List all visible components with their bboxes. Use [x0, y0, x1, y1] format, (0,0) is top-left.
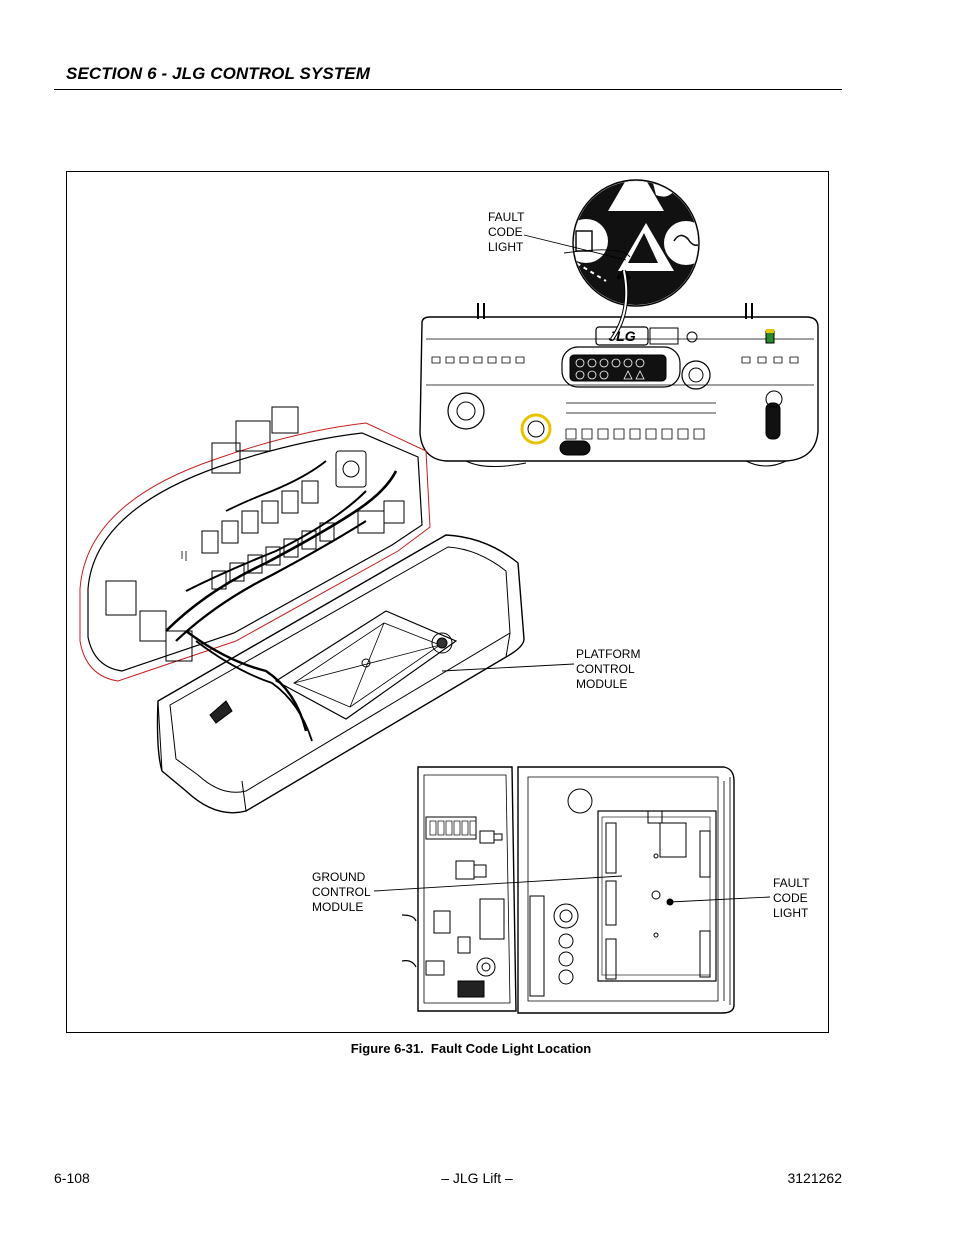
callout-line: LIGHT: [488, 240, 524, 254]
ground-control-box: [401, 766, 735, 1014]
page-number: 6-108: [54, 1170, 90, 1186]
ground-control-module-callout: GROUND CONTROL MODULE: [312, 870, 371, 915]
magnifier-detail: [563, 179, 700, 341]
callout-line: CONTROL: [312, 885, 371, 899]
fault-code-light-callout-bottom: FAULT CODE LIGHT: [773, 876, 809, 921]
callout-line: FAULT: [773, 876, 810, 890]
figure-caption-text: Figure 6-31. Fault Code Light Location: [350, 1041, 592, 1056]
section-title: SECTION 6 - JLG CONTROL SYSTEM: [66, 64, 370, 83]
footer-center-text: – JLG Lift –: [441, 1170, 513, 1186]
platform-control-box: [79, 406, 525, 814]
fault-code-light-callout-top: FAULT CODE LIGHT: [488, 210, 524, 255]
callout-line: GROUND: [312, 870, 366, 884]
callout-line: CODE: [773, 891, 808, 905]
callout-line: LIGHT: [773, 906, 809, 920]
leader-lines: [373, 234, 771, 903]
document-number: 3121262: [787, 1170, 842, 1186]
callout-line: MODULE: [576, 677, 628, 691]
callout-line: PLATFORM: [576, 647, 641, 661]
callout-line: CONTROL: [576, 662, 635, 676]
callout-line: MODULE: [312, 900, 364, 914]
figure-illustration: JLG: [79, 179, 819, 1014]
figure-frame: [66, 171, 829, 1033]
footer-center: – JLG Lift –: [0, 1170, 954, 1186]
figure-caption: Figure 6-31. Fault Code Light Location: [0, 1041, 954, 1056]
platform-control-module-callout: PLATFORM CONTROL MODULE: [576, 647, 640, 692]
callout-line: FAULT: [488, 210, 525, 224]
callout-line: CODE: [488, 225, 523, 239]
header-rule: [54, 89, 842, 90]
